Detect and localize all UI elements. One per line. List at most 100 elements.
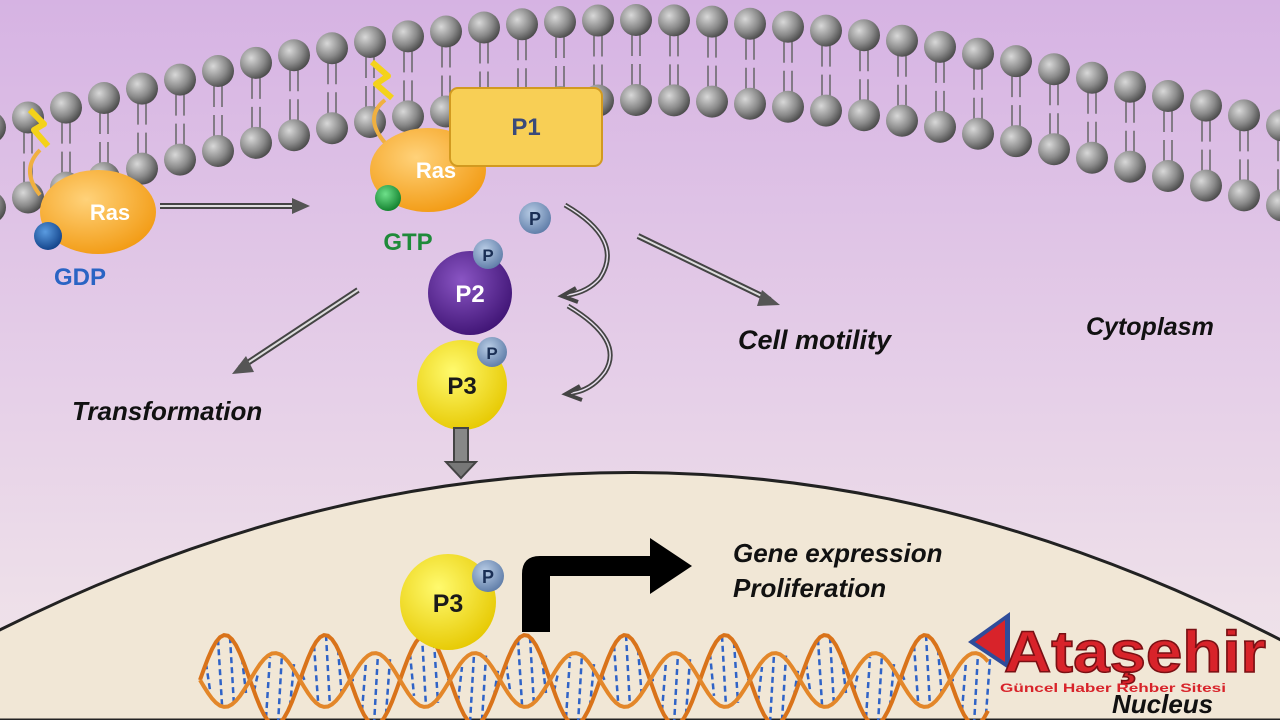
lipid-head	[1114, 70, 1146, 103]
lipid-head	[620, 4, 652, 37]
lipid-head	[316, 112, 348, 145]
lipid-tail	[441, 41, 451, 102]
cell-motility-arrow	[636, 233, 780, 306]
watermark-brand: Ataşehir	[1004, 620, 1266, 685]
lipid-head	[1190, 89, 1222, 122]
lipid-head	[886, 24, 918, 57]
lipid-tail	[859, 45, 869, 106]
lipid-head	[620, 84, 652, 117]
lipid-head	[240, 46, 272, 79]
cytoplasm-label: Cytoplasm	[1086, 313, 1214, 341]
p3-cytoplasm-label: P3	[447, 373, 476, 400]
lipid-head	[658, 84, 690, 117]
dna-base-pair	[720, 635, 728, 707]
dna-base-pair	[228, 637, 236, 706]
dna-base-pair	[516, 639, 524, 705]
dna-strand	[198, 651, 990, 709]
lipid-tail	[251, 72, 261, 133]
gtp-dot	[375, 185, 401, 211]
lipid-head	[316, 32, 348, 65]
dna-base-pair	[732, 641, 740, 703]
dna-base-pair	[504, 663, 512, 691]
lipid-head	[354, 25, 386, 58]
lipid-head	[1266, 189, 1280, 222]
dna-base-pair	[373, 652, 380, 720]
watermark-tagline: Güncel Haber Rehber Sitesi	[1000, 681, 1226, 695]
lipid-tail	[897, 50, 907, 111]
lipid-head	[50, 91, 82, 124]
ras-lipid-anchor	[27, 107, 51, 197]
lipid-head	[392, 100, 424, 133]
transformation-arrow	[232, 287, 360, 374]
lipid-tail	[935, 56, 945, 117]
p3-protein-nucleus: P3	[400, 554, 496, 650]
dna-base-pair	[216, 639, 224, 705]
lipid-head	[772, 90, 804, 123]
dna-base-pair	[468, 654, 476, 720]
phosphate-p2: P	[473, 239, 503, 269]
ras-inactive-label: Ras	[90, 200, 130, 225]
lipid-head	[810, 14, 842, 47]
lipid-head	[1114, 150, 1146, 183]
gdp-label: GDP	[54, 264, 106, 291]
lipid-tail	[137, 98, 147, 159]
lipid-head	[658, 4, 690, 37]
lipid-tail	[631, 30, 641, 91]
lipid-head	[392, 20, 424, 53]
lipid-head	[354, 105, 386, 138]
p2-protein: P2	[428, 251, 512, 335]
lipid-tail	[555, 31, 565, 92]
transcription-arrow	[522, 538, 692, 632]
dna-strand	[198, 633, 990, 720]
dna-base-pair	[480, 655, 488, 720]
dna-base-pair	[324, 635, 332, 708]
lipid-head	[0, 114, 6, 140]
lipid-tail	[61, 117, 71, 178]
lipid-head	[772, 10, 804, 43]
dna-base-pair	[960, 661, 968, 711]
phosphate-free-label: P	[529, 209, 541, 229]
lipid-head	[278, 39, 310, 72]
dna-base-pair	[264, 657, 272, 719]
lipid-tail	[23, 127, 33, 188]
lipid-tail	[973, 63, 983, 124]
lipid-head	[12, 181, 44, 214]
dna-base-pair	[360, 661, 368, 711]
dna-base-pair	[432, 641, 440, 703]
lipid-tail	[327, 58, 337, 119]
lipid-tail	[593, 30, 603, 91]
lipid-head	[734, 87, 766, 120]
phosphate-p2-label: P	[482, 246, 493, 265]
p2-label: P2	[455, 281, 484, 308]
phosphate-p3-cytoplasm-label: P	[486, 344, 497, 363]
lipid-tail	[669, 30, 679, 91]
gdp-dot	[34, 222, 62, 250]
dna-base-pair	[660, 661, 668, 711]
dna-base-pair	[864, 657, 872, 719]
ras-active-label: Ras	[416, 158, 456, 183]
dna-base-pair	[456, 666, 464, 702]
lipid-head	[962, 37, 994, 70]
dna-base-pair	[528, 637, 536, 706]
lipid-head	[582, 4, 614, 37]
p1-label: P1	[511, 114, 540, 141]
dna-base-pair	[636, 649, 644, 699]
lipid-tail	[707, 31, 717, 92]
dna-base-pair	[804, 663, 812, 691]
lipid-head	[1228, 99, 1260, 132]
lipid-tail	[403, 46, 413, 107]
dna-base-pair	[420, 635, 428, 707]
dna-base-pair	[924, 635, 932, 708]
lipid-head	[88, 82, 120, 115]
lipid-head	[164, 63, 196, 96]
lipid-head	[1038, 53, 1070, 86]
dna-base-pair	[624, 635, 632, 708]
dna-base-pair	[780, 655, 788, 720]
dna-base-pair	[756, 666, 764, 702]
lipid-head	[810, 94, 842, 127]
gene-expression-label: Gene expression	[733, 538, 943, 568]
lipid-tail	[99, 108, 109, 169]
dna-base-pair	[673, 652, 680, 720]
nuclear-translocation-arrow	[443, 427, 479, 480]
lipid-head	[164, 143, 196, 176]
